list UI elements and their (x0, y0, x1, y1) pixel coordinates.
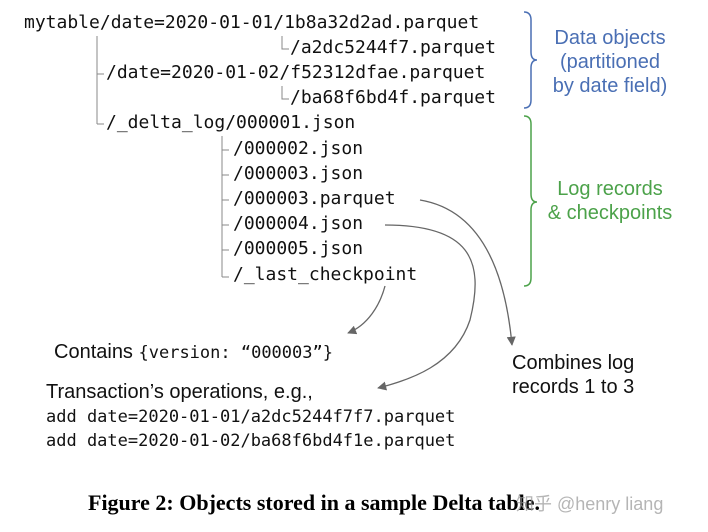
brace-log-records (523, 115, 538, 287)
note-transaction-op2: add date=2020-01-02/ba68f6bd4f1e.parquet (46, 431, 456, 451)
label-log-records: Log records & checkpoints (547, 178, 673, 224)
arrow-last-checkpoint-to-contains (347, 285, 386, 335)
tree-log-000005: /000005.json (233, 238, 364, 259)
tree-log-000004: /000004.json (233, 213, 364, 234)
tree-root-path: mytable/date=2020-01-01/1b8a32d2ad.parqu… (24, 12, 480, 33)
watermark: 知乎 @henry liang (516, 494, 664, 514)
tree-branch-ba68 (281, 86, 289, 100)
tree-file-a2dc: /a2dc5244f7.parquet (290, 37, 496, 58)
tree-branch-log (221, 136, 229, 278)
note-contains-label: Contains (54, 341, 139, 363)
tree-branch-root (96, 36, 104, 125)
tree-date-0102: /date=2020-01-02/f52312dfae.parquet (106, 62, 486, 83)
tree-last-checkpoint: /_last_checkpoint (233, 264, 418, 285)
tree-delta-log: /_delta_log/000001.json (106, 112, 356, 133)
tree-log-000003: /000003.json (233, 163, 364, 184)
tree-log-000003-parquet: /000003.parquet (233, 188, 396, 209)
tree-file-ba68: /ba68f6bd4f.parquet (290, 87, 496, 108)
note-combines: Combines log records 1 to 3 (512, 352, 635, 398)
arrow-json-to-transaction (377, 224, 476, 391)
tree-log-000002: /000002.json (233, 138, 364, 159)
note-contains: Contains {version: “000003”} (46, 323, 333, 364)
tree-branch-a2dc (281, 36, 289, 50)
note-contains-value: {version: “000003”} (138, 343, 333, 363)
arrow-parquet-to-combines (419, 199, 516, 346)
label-data-objects: Data objects (partitioned by date field) (552, 27, 668, 97)
note-transaction-label: Transaction’s operations, e.g., (46, 381, 313, 403)
brace-data-objects (523, 11, 538, 109)
note-transaction-op1: add date=2020-01-01/a2dc5244f7f7.parquet (46, 407, 456, 427)
figure-caption: Figure 2: Objects stored in a sample Del… (88, 490, 540, 515)
